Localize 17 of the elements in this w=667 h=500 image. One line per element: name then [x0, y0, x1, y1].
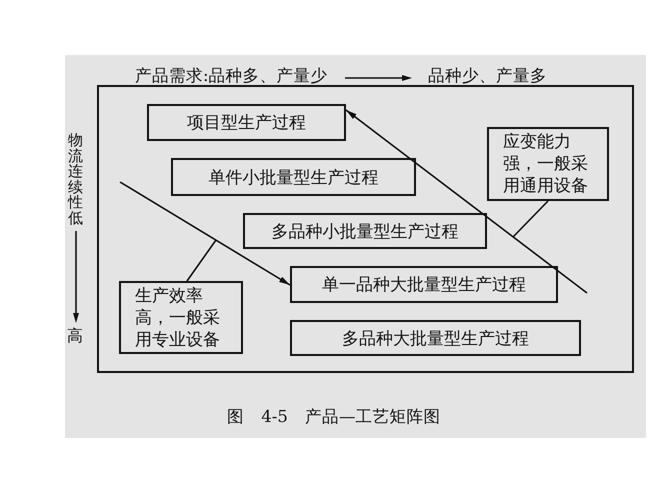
axis-label: 产品需求:品种多、产量少 [135, 66, 328, 86]
axis-label: 品种少、产量多 [428, 66, 547, 86]
process-box: 多品种大批量型生产过程 [290, 320, 581, 356]
axis-label: 高 [67, 326, 83, 346]
process-box: 项目型生产过程 [147, 104, 346, 141]
note-box: 应变能力强，一般采用通用设备 [487, 127, 609, 201]
arrow [120, 181, 290, 286]
matrix-frame [97, 85, 634, 373]
axis-label: 物流连续性低 [68, 133, 84, 226]
leader-line [512, 200, 549, 238]
note-box: 生产效率高，一般采用专业设备 [119, 281, 243, 354]
process-box: 单一品种大批量型生产过程 [290, 266, 558, 303]
figure-caption: 图 4-5 产品—工艺矩阵图 [227, 407, 441, 427]
process-box: 多品种小批量型生产过程 [243, 213, 487, 249]
process-box: 单件小批量型生产过程 [171, 158, 416, 196]
leader-line [186, 240, 217, 282]
arrow [346, 109, 588, 294]
